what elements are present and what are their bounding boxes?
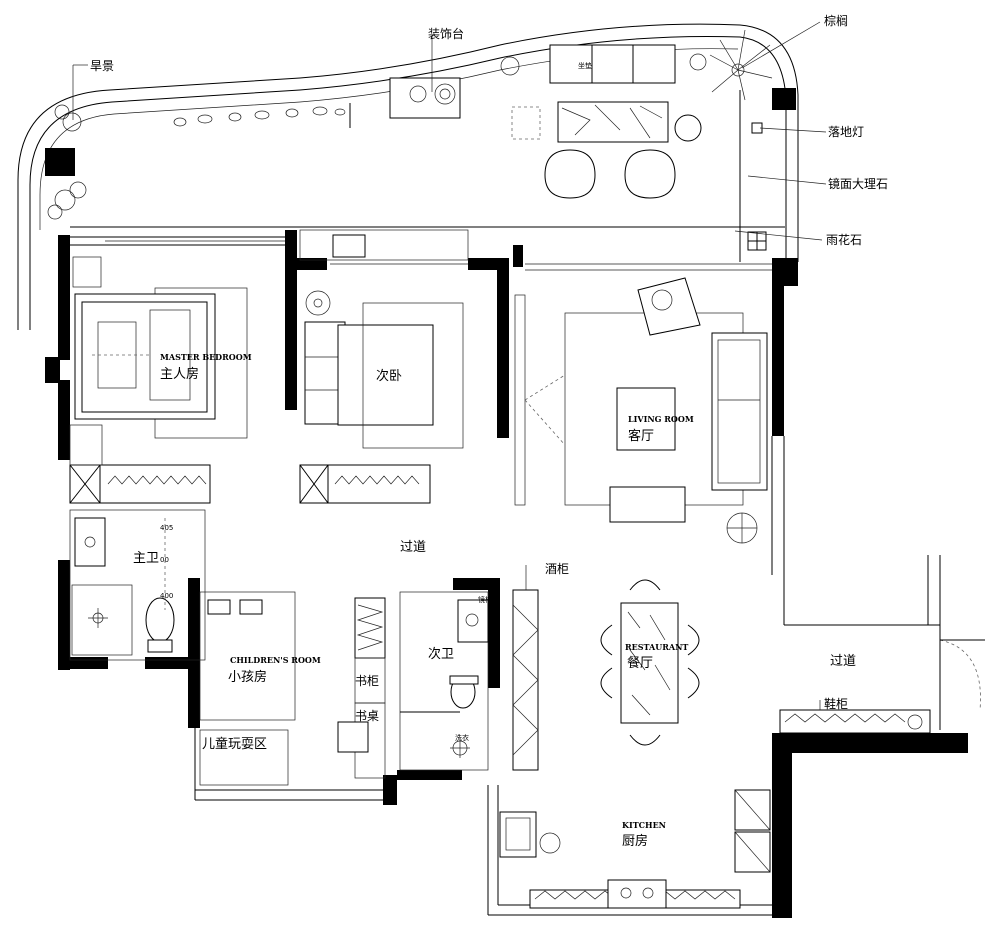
restaurant-label-en: RESTAURANT: [625, 642, 688, 652]
windows: [105, 240, 772, 271]
second-bath-label: 次卫: [428, 646, 454, 662]
second-bath: 次卫 洗衣 镜柜: [399, 591, 492, 771]
svg-text:00: 00: [160, 556, 169, 564]
dining: RESTAURANT 餐厅: [600, 579, 700, 746]
master-bedroom-label-en: MASTER BEDROOM: [160, 352, 252, 362]
lounge-chair: [544, 149, 676, 199]
pebbles: [173, 106, 346, 127]
callout-palm: 棕榈: [824, 13, 848, 28]
living-room-label: 客厅: [628, 428, 654, 444]
marble-coffee-table: [557, 101, 669, 143]
washer-label: 洗衣: [455, 733, 469, 742]
entry: 鞋柜: [779, 639, 985, 734]
walls: [45, 230, 968, 918]
callouts: 旱景 装饰台 棕榈 落地灯 镜面大理石 雨花石: [72, 13, 888, 247]
childrens-room: CHILDREN'S ROOM 小孩房 儿童玩耍区 书柜 书桌: [199, 591, 386, 786]
childrens-room-label-en: CHILDREN'S ROOM: [230, 655, 321, 665]
corridor-main-label: 过道: [400, 540, 426, 555]
master-bedroom: MASTER BEDROOM 主人房: [69, 256, 252, 504]
plant-icon: [47, 53, 707, 220]
kitchen-label-en: KITCHEN: [622, 820, 666, 830]
childrens-room-label: 小孩房: [228, 669, 267, 685]
svg-text:400: 400: [160, 592, 173, 600]
master-bath: 405 00 400 主卫: [69, 509, 206, 661]
kitchen: KITCHEN 厨房: [499, 789, 771, 909]
desk-label: 书桌: [355, 709, 379, 723]
callout-floor-lamp: 落地灯: [828, 125, 864, 139]
callout-decor-stand: 装饰台: [428, 26, 464, 41]
master-bedroom-label: 主人房: [160, 366, 199, 382]
living-room: LIVING ROOM 客厅: [514, 277, 768, 544]
master-bath-label: 主卫: [133, 551, 159, 566]
kitchen-label: 厨房: [622, 833, 648, 849]
second-bedroom-label: 次卧: [376, 368, 402, 384]
mirror-cab-label: 镜柜: [478, 595, 492, 604]
callout-dry-landscape: 旱景: [90, 59, 114, 73]
second-bedroom: 次卧: [299, 229, 469, 504]
wine-cabinet-label: 酒柜: [545, 562, 569, 576]
callout-rain-granite: 雨花石: [826, 232, 862, 247]
kids-play-label: 儿童玩耍区: [202, 736, 267, 752]
lounge-sofa: [549, 44, 676, 84]
bookcase-label: 书柜: [355, 674, 379, 688]
wine-cabinet: 酒柜: [512, 562, 569, 771]
svg-text:405: 405: [160, 524, 173, 532]
terrace: [17, 23, 799, 330]
corridor-entry-label: 过道: [830, 654, 856, 669]
lounge-sofa-label: 坐垫: [578, 61, 592, 70]
living-room-label-en: LIVING ROOM: [628, 414, 694, 424]
restaurant-label: 餐厅: [627, 655, 653, 671]
shoe-cabinet-label: 鞋柜: [824, 696, 848, 711]
callout-polished-marble: 镜面大理石: [828, 176, 888, 191]
palm-icon: [709, 29, 773, 101]
